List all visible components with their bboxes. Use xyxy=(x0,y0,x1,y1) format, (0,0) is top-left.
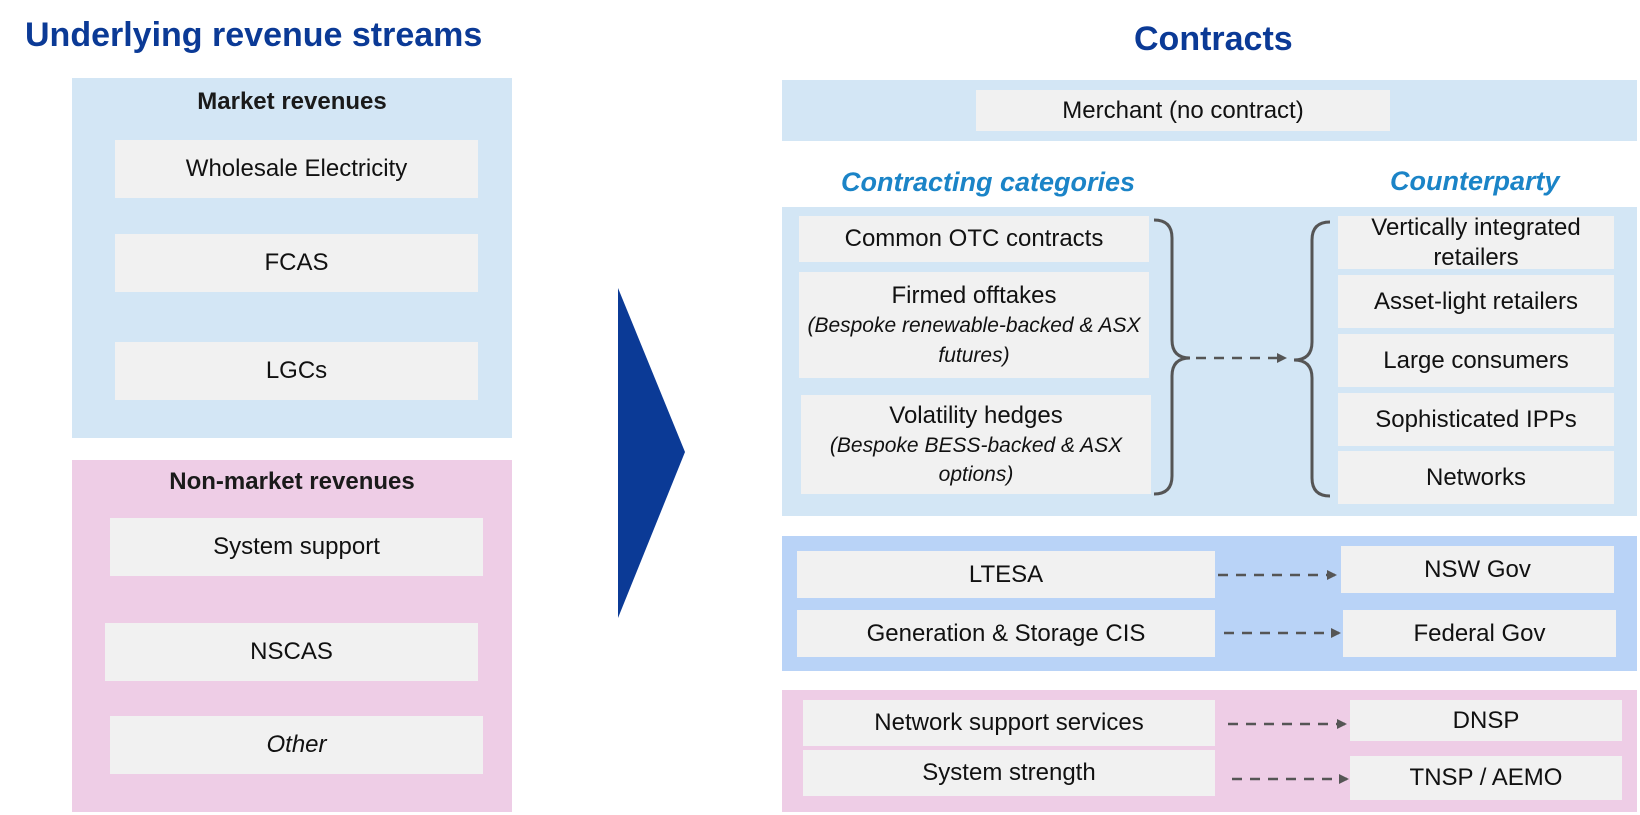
government-panel: LTESA NSW Gov Generation & Storage CIS F… xyxy=(782,536,1637,671)
revenue-item: System support xyxy=(110,518,483,576)
non-market-revenues-title: Non-market revenues xyxy=(169,468,415,495)
network-panel: Network support services DNSP System str… xyxy=(782,690,1637,812)
merchant-box: Merchant (no contract) xyxy=(976,90,1390,131)
contracting-categories-label: Contracting categories xyxy=(841,167,1136,197)
contracting-panel: Common OTC contracts Firmed offtakes (Be… xyxy=(782,207,1637,516)
network-counterparty-box: TNSP / AEMO xyxy=(1350,756,1622,800)
counterparty-box: Networks xyxy=(1338,451,1614,504)
revenue-item: FCAS xyxy=(115,234,478,292)
revenue-item: LGCs xyxy=(115,342,478,400)
market-revenues-title: Market revenues xyxy=(197,88,387,115)
counterparty-box: Large consumers xyxy=(1338,334,1614,387)
revenue-item: Wholesale Electricity xyxy=(115,140,478,198)
non-market-revenues-panel: Non-market revenues System support NSCAS… xyxy=(72,460,512,812)
counterparty-label: Counterparty xyxy=(1390,166,1560,196)
counterparty-box: Vertically integrated retailers xyxy=(1338,214,1614,271)
market-revenues-panel: Market revenues Wholesale Electricity FC… xyxy=(72,78,512,438)
counterparty-bracket-icon xyxy=(1293,220,1331,498)
network-contract-box: Network support services xyxy=(803,700,1215,746)
revenue-item: NSCAS xyxy=(105,623,478,681)
category-box: Volatility hedges (Bespoke BESS-backed &… xyxy=(801,395,1151,494)
counterparty-box: Sophisticated IPPs xyxy=(1338,393,1614,446)
merchant-panel: Merchant (no contract) xyxy=(782,80,1637,141)
categories-bracket-icon xyxy=(1153,218,1191,496)
gov-counterparty-box: NSW Gov xyxy=(1341,546,1614,593)
network-counterparty-box: DNSP xyxy=(1350,700,1622,741)
category-box: Common OTC contracts xyxy=(799,216,1149,262)
gov-counterparty-box: Federal Gov xyxy=(1343,610,1616,657)
gov-contract-box: LTESA xyxy=(797,551,1215,598)
revenue-item: Other xyxy=(110,716,483,774)
left-heading: Underlying revenue streams xyxy=(25,16,483,54)
counterparty-box: Asset-light retailers xyxy=(1338,275,1614,328)
network-contract-box: System strength xyxy=(803,750,1215,796)
gov-contract-box: Generation & Storage CIS xyxy=(797,610,1215,657)
right-heading: Contracts xyxy=(1134,20,1293,58)
category-box: Firmed offtakes (Bespoke renewable-backe… xyxy=(799,272,1149,378)
transition-arrow-icon xyxy=(618,288,685,618)
